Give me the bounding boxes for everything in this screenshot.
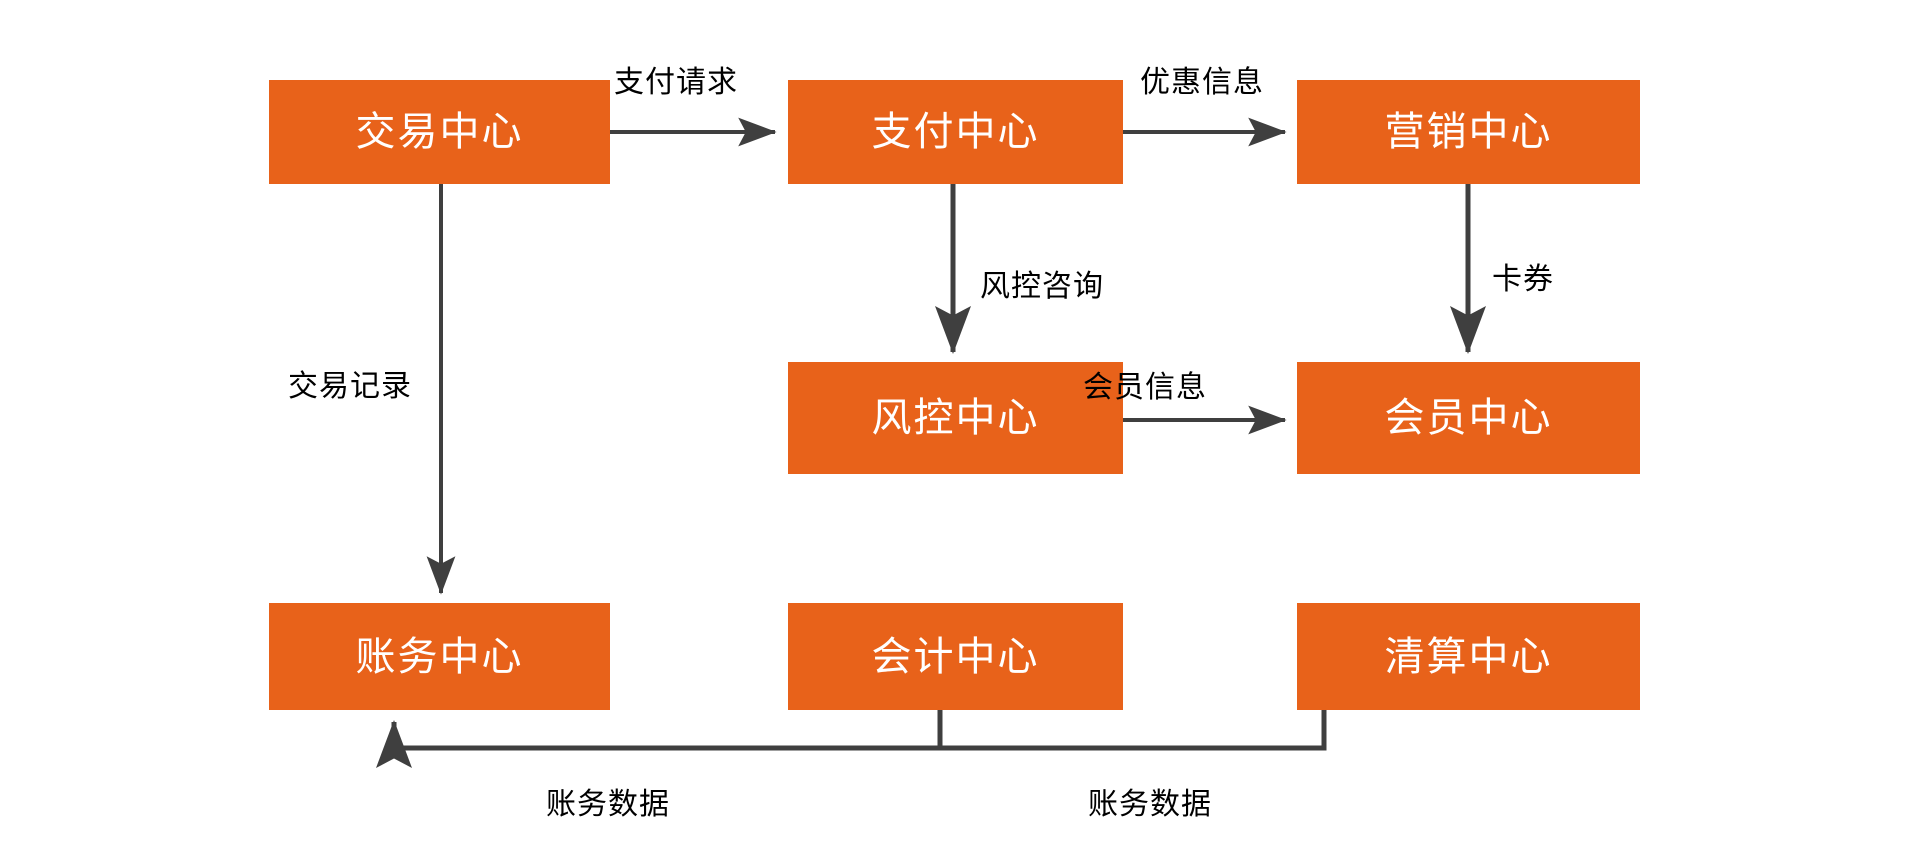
node-label: 会计中心 [871,634,1040,679]
node-payment-center[interactable]: 支付中心 [788,80,1123,184]
node-label: 风控中心 [871,396,1040,440]
edge-label-promotion-info: 优惠信息 [1140,66,1264,99]
edge-settle-account [940,710,1327,751]
node-label: 会员中心 [1384,396,1553,440]
node-label: 交易中心 [355,110,524,154]
node-trade-center[interactable]: 交易中心 [269,80,610,184]
node-accounting-center[interactable]: 会计中心 [788,603,1123,710]
node-member-center[interactable]: 会员中心 [1297,362,1640,474]
node-label: 营销中心 [1384,110,1553,154]
node-label: 账务中心 [355,634,524,679]
node-marketing-center[interactable]: 营销中心 [1297,80,1640,184]
edge-label-payment-request: 支付请求 [614,66,738,99]
edge-label-risk-consult: 风控咨询 [980,270,1104,303]
node-risk-control-center[interactable]: 风控中心 [788,362,1123,474]
edge-label-coupon: 卡券 [1492,263,1554,296]
edge-label-member-info: 会员信息 [1083,371,1207,404]
edge-label-account-data-right: 账务数据 [1088,788,1212,821]
edge-label-trade-record: 交易记录 [288,370,412,403]
node-account-center[interactable]: 账务中心 [269,603,610,710]
edge-finance-account [376,710,943,768]
node-label: 清算中心 [1384,634,1553,679]
edge-label-account-data-left: 账务数据 [546,788,670,821]
node-settlement-center[interactable]: 清算中心 [1297,603,1640,710]
node-label: 支付中心 [871,110,1040,154]
